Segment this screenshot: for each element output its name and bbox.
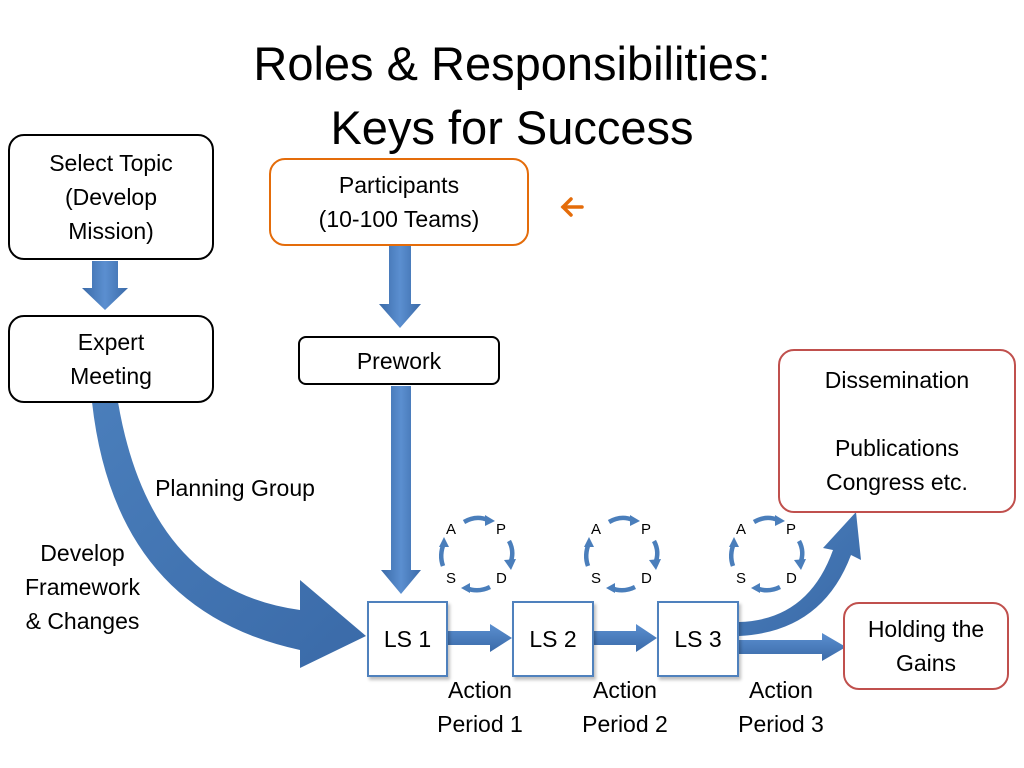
dissemination-line-3: Congress etc. [826,469,968,495]
action-period-2-line-1: Action [593,677,657,703]
pdsa-1-d: D [496,570,507,587]
prework-box: Prework [298,336,500,385]
develop-line-1: Develop [40,540,125,566]
ls3-box: LS 3 [657,601,739,677]
left-arrow-icon [560,197,584,217]
pdsa-2-p: P [641,521,652,538]
holding-gains-box: Holding the Gains [843,602,1009,690]
arrow-expert-to-ls1 [92,402,366,668]
pdsa-3-a: A [736,521,747,538]
action-period-1: Action Period 1 [420,673,540,741]
pdsa-3-s: S [736,570,747,587]
pdsa-1-s: S [446,570,457,587]
expert-meeting-line-1: Expert [77,329,145,355]
pdsa-1-p: P [496,521,507,538]
dissemination-box: Dissemination Publications Congress etc. [778,349,1016,513]
ls1-label: LS 1 [383,626,432,652]
select-topic-box: Select Topic (Develop Mission) [8,134,214,260]
develop-line-2: Framework [24,574,140,600]
ls2-box: LS 2 [512,601,594,677]
action-period-3-line-1: Action [749,677,813,703]
action-period-3-line-2: Period 3 [738,711,824,737]
planning-group-label: Planning Group [155,475,315,501]
arrow-ls2-to-ls3 [594,624,657,652]
arrow-ls3-to-dissemination [739,512,861,636]
pdsa-2-s: S [591,570,602,587]
title-line-1: Roles & Responsibilities: [253,37,771,90]
expert-meeting-line-2: Meeting [70,363,152,389]
pdsa-cycle-3-heads [729,515,806,593]
participants-line-2: (10-100 Teams) [318,206,480,232]
arrow-participants-to-prework [379,246,421,328]
participants-line-1: Participants [338,172,460,198]
ls3-label: LS 3 [674,626,722,652]
holding-line-1: Holding the [867,616,985,642]
pdsa-2-a: A [591,521,602,538]
title-line-2: Keys for Success [330,101,694,154]
action-period-3: Action Period 3 [721,673,841,741]
develop-line-3: & Changes [25,608,140,634]
arrow-topic-to-expert [82,261,128,310]
select-topic-line-1: Select Topic [49,150,173,176]
action-period-1-line-1: Action [448,677,512,703]
action-period-1-line-2: Period 1 [437,711,523,737]
pdsa-3-p: P [786,521,797,538]
pdsa-cycle-2-heads [584,515,661,593]
pdsa-3-d: D [786,570,797,587]
pdsa-cycle-1-heads [439,515,516,593]
action-period-2-line-2: Period 2 [582,711,668,737]
dissemination-line-2: Publications [834,435,959,461]
participants-box: Participants (10-100 Teams) [269,158,529,246]
expert-meeting-box: Expert Meeting [8,315,214,403]
select-topic-line-3: Mission) [68,218,154,244]
select-topic-line-2: (Develop [64,184,158,210]
arrow-prework-to-ls1 [381,386,421,594]
arrow-ls3-to-holding [739,633,846,661]
arrow-ls1-to-ls2 [448,624,512,652]
slide-title: Roles & Responsibilities: Keys for Succe… [0,32,1024,160]
action-period-2: Action Period 2 [565,673,685,741]
pdsa-2-d: D [641,570,652,587]
holding-line-2: Gains [895,650,957,676]
pdsa-1-a: A [446,521,457,538]
prework-label: Prework [356,347,442,374]
ls1-box: LS 1 [367,601,448,677]
develop-framework-label: Develop Framework & Changes [5,536,160,638]
dissemination-line-1: Dissemination [824,367,970,393]
ls2-label: LS 2 [529,626,577,652]
